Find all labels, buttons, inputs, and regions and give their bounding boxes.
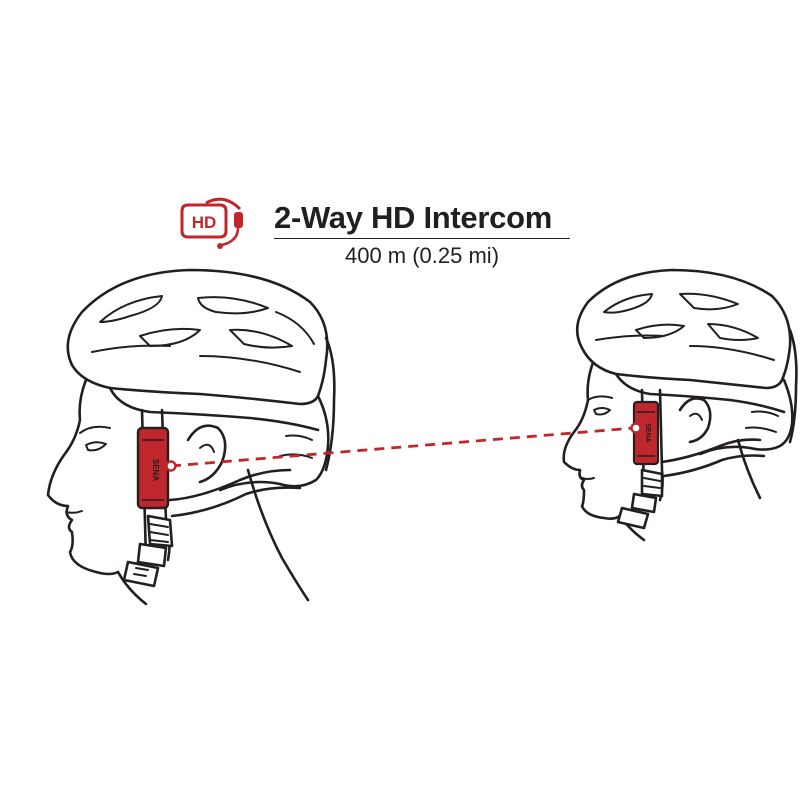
intercom-title: 2-Way HD Intercom (274, 200, 570, 239)
left-device-brand: SENA (151, 459, 160, 481)
hd-icon-label: HD (192, 213, 217, 232)
left-intercom-device: SENA (136, 426, 170, 510)
title-block: 2-Way HD Intercom 400 m (0.25 mi) (274, 200, 570, 271)
left-rider (46, 268, 336, 606)
intercom-link (165, 422, 642, 472)
right-device-brand: SENA (644, 423, 651, 442)
left-link-endpoint (165, 460, 177, 472)
intercom-dashed-link (170, 426, 635, 468)
right-rider (562, 268, 798, 542)
hd-headset-icon: HD (180, 197, 243, 249)
intercom-range: 400 m (0.25 mi) (344, 243, 500, 268)
right-intercom-device: SENA (632, 400, 660, 466)
right-link-endpoint (630, 422, 642, 434)
